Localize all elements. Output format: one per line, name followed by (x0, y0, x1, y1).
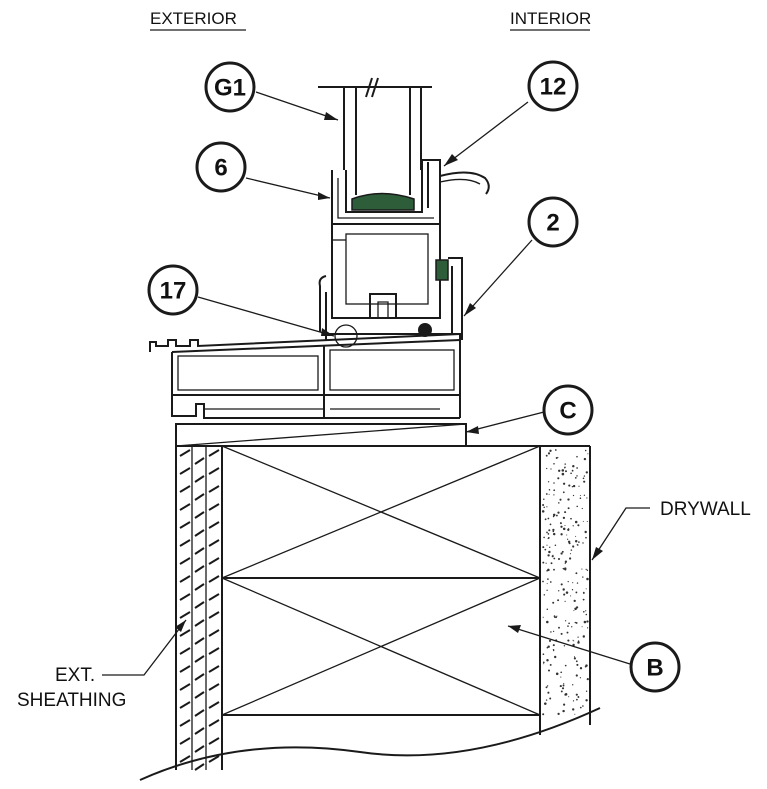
drywall-label: DRYWALL (660, 499, 751, 520)
callout-6: 6 (195, 141, 247, 193)
setting-block (351, 192, 415, 211)
callout-12-text: 12 (540, 74, 567, 101)
sheathing-label-line1: EXT. (55, 665, 95, 686)
wall-assembly (139, 445, 601, 781)
callout-b-text: B (646, 655, 663, 682)
interior-heading-text: INTERIOR (510, 9, 591, 28)
exterior-heading: EXTERIOR (150, 9, 246, 31)
sheathing-hatch (179, 449, 220, 771)
sheathing-label-line2: SHEATHING (17, 690, 126, 711)
callout-12: 12 (527, 60, 579, 112)
sill-extrusion (149, 333, 461, 419)
sill-shim (175, 423, 467, 447)
callout-2-text: 2 (546, 210, 559, 237)
callout-6-text: 6 (214, 155, 227, 182)
drywall-speckle (541, 449, 589, 719)
leader-lines (102, 91, 650, 676)
glass-unit (318, 77, 432, 211)
bulb-seal (418, 323, 432, 337)
callout-c-text: C (559, 398, 576, 425)
callout-c: C (542, 384, 594, 436)
callout-17-text: 17 (160, 278, 187, 305)
exterior-heading-text: EXTERIOR (150, 9, 237, 28)
callout-17: 17 (147, 264, 199, 316)
interior-heading: INTERIOR (510, 9, 591, 31)
sash-profile (331, 159, 490, 319)
callout-b: B (629, 641, 681, 693)
weep-detail-circle (334, 324, 358, 348)
callout-2: 2 (527, 196, 579, 248)
weather-strip (435, 259, 449, 281)
callout-g1: G1 (204, 61, 256, 113)
callout-g1-text: G1 (214, 75, 246, 102)
